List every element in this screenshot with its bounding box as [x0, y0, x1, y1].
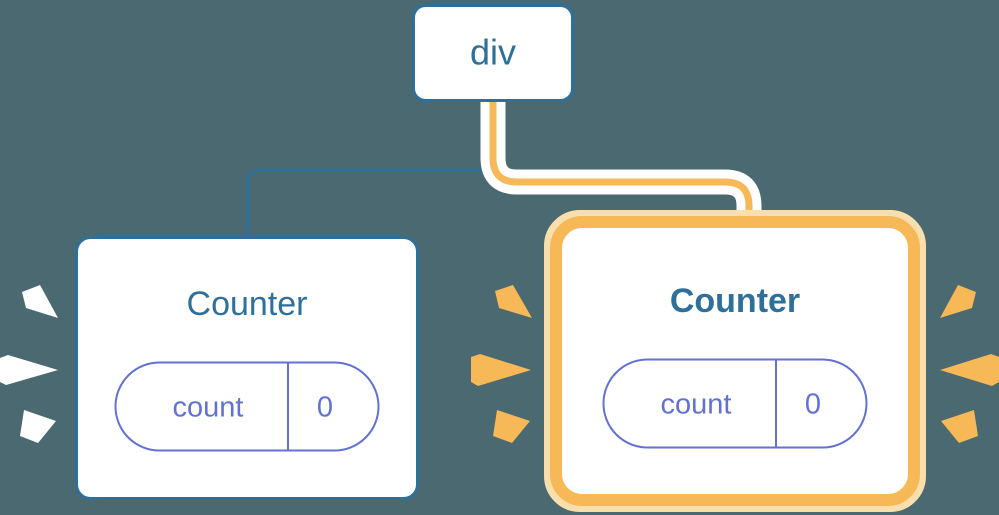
spark-white-bottom-icon — [20, 410, 56, 443]
node-counter-left-label: Counter — [187, 285, 308, 323]
node-div-label: div — [470, 32, 516, 73]
state-key-left: count — [173, 392, 244, 424]
edge-layer — [246, 99, 762, 240]
node-counter-left[interactable]: Counter count 0 — [75, 236, 419, 500]
node-div-box[interactable] — [412, 4, 574, 102]
node-div[interactable]: div — [412, 4, 574, 102]
state-capsule-right-outline — [602, 358, 868, 449]
edge-div-to-right-counter — [489, 101, 753, 240]
state-capsule-right: count 0 — [602, 358, 868, 449]
state-value-left: 0 — [317, 392, 333, 424]
spark-orange-mid-middle-icon — [471, 354, 531, 386]
state-capsule-left-outline — [114, 361, 380, 452]
spark-orange-mid-bottom-icon — [493, 410, 530, 443]
spark-group-left-white — [0, 285, 58, 443]
spark-orange-right-middle-icon — [940, 354, 999, 386]
spark-white-top-icon — [22, 285, 58, 318]
state-capsule-left: count 0 — [114, 361, 380, 452]
spark-group-right-orange — [940, 285, 999, 443]
edge-div-to-left-counter — [246, 99, 495, 238]
state-value-right: 0 — [805, 389, 821, 421]
spark-white-middle-icon — [0, 355, 58, 385]
state-key-right: count — [661, 389, 732, 421]
spark-orange-right-top-icon — [940, 285, 976, 318]
node-counter-right-label: Counter — [670, 282, 800, 320]
node-counter-right[interactable]: Counter count 0 — [544, 210, 926, 512]
spark-orange-right-bottom-icon — [941, 410, 978, 443]
spark-group-middle-orange — [471, 285, 532, 443]
spark-orange-mid-top-icon — [495, 285, 532, 318]
